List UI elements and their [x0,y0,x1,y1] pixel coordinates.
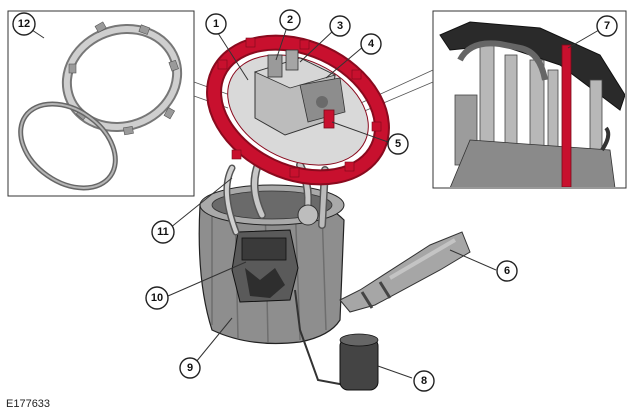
svg-text:6: 6 [504,265,510,277]
svg-text:1: 1 [213,18,219,30]
svg-text:4: 4 [368,38,375,50]
svg-text:11: 11 [157,226,169,238]
callout-7: 7 [596,15,618,37]
svg-text:10: 10 [151,292,163,304]
svg-text:7: 7 [604,20,610,32]
electrical-connector-block [231,229,299,303]
red-sensor-rod-inset [561,44,572,187]
callout-12: 12 [12,12,36,36]
red-clip [323,109,335,129]
callout-11: 11 [151,220,175,244]
callout-10: 10 [145,286,169,310]
flange-top-components [253,49,346,136]
float [339,333,379,391]
svg-text:3: 3 [337,20,343,32]
svg-text:12: 12 [18,18,30,30]
svg-text:2: 2 [287,14,293,26]
svg-text:9: 9 [187,362,193,374]
callout-6: 6 [496,260,518,282]
svg-text:8: 8 [421,375,427,387]
inlet-filter [339,231,471,313]
callout-5: 5 [387,133,409,155]
callout-1: 1 [205,13,227,35]
inset-module-detail [432,10,627,189]
callout-3: 3 [329,15,351,37]
seal-ring-illustration [18,101,118,191]
callout-4: 4 [360,33,382,55]
svg-text:5: 5 [395,138,401,150]
main-pump-assembly [198,34,471,391]
callout-8: 8 [413,370,435,392]
inset-locking-ring-and-seal [7,10,195,197]
callout-2: 2 [279,9,301,31]
figure-code: E177633 [6,398,51,410]
leader-lines [31,23,600,379]
callout-9: 9 [179,357,201,379]
